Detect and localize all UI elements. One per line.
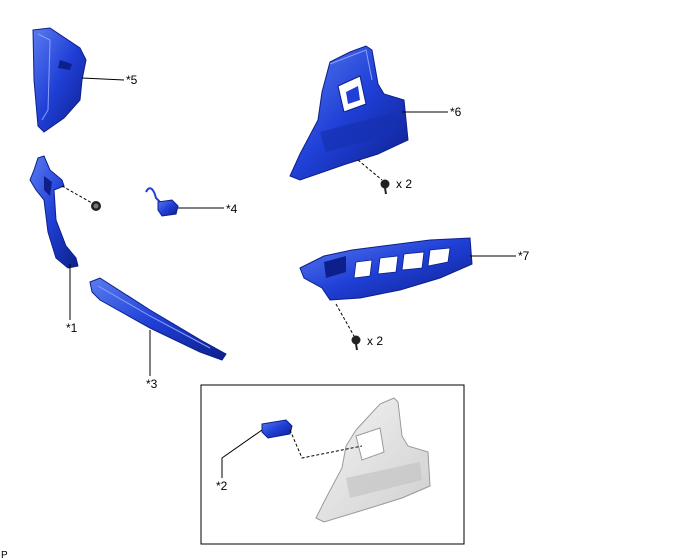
label-3: *3 <box>146 377 158 391</box>
screw-7-dashline <box>335 303 355 337</box>
part-6[interactable] <box>289 45 409 181</box>
part-4[interactable] <box>145 187 179 217</box>
part-2[interactable] <box>261 419 293 439</box>
ghost-lower-panel <box>315 397 431 523</box>
qty-6: x 2 <box>396 177 412 191</box>
part-1[interactable] <box>29 155 79 269</box>
part-3[interactable] <box>89 277 227 361</box>
clip-1-dashline <box>61 185 93 204</box>
label-4: *4 <box>226 202 238 216</box>
qty-7: x 2 <box>367 334 383 348</box>
detail-inset-frame <box>200 384 465 545</box>
part-5[interactable] <box>32 27 87 133</box>
clip-1[interactable] <box>91 201 101 211</box>
leader-5 <box>81 77 125 81</box>
screw-6[interactable] <box>380 179 390 195</box>
label-1: *1 <box>66 321 78 335</box>
label-7: *7 <box>518 249 530 263</box>
leader-2 <box>221 429 263 478</box>
part-2-dashline <box>289 429 363 459</box>
label-2: *2 <box>216 479 228 493</box>
screw-6-dashline <box>357 159 383 181</box>
screw-7[interactable] <box>351 335 361 351</box>
part-7[interactable] <box>299 237 473 301</box>
label-6: *6 <box>450 105 462 119</box>
label-5: *5 <box>126 73 138 87</box>
corner-mark: P <box>1 550 8 560</box>
